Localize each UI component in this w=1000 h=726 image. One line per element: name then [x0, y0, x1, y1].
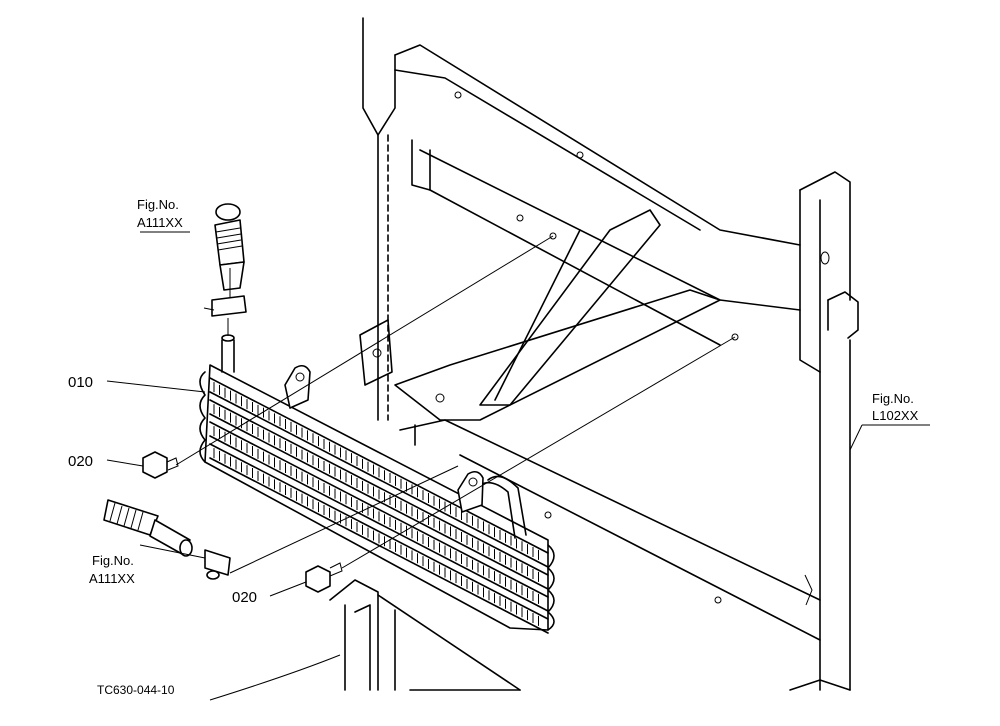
upper-hose-fitting — [203, 203, 247, 317]
figref-lower-line2: A111XX — [89, 571, 135, 586]
bolt-left — [142, 451, 179, 479]
part-label-010: 010 — [68, 374, 93, 391]
figref-right-line1: Fig.No. — [872, 391, 914, 406]
drawing-code: TC630-044-10 — [97, 683, 175, 697]
part-label-020-left: 020 — [68, 453, 93, 470]
leader-lines — [106, 231, 930, 597]
part-label-020-lower: 020 — [232, 589, 257, 606]
figref-right-line2: L102XX — [872, 408, 919, 423]
lower-hose-fitting — [103, 499, 231, 580]
figure-references: Fig.No. A111XX Fig.No. A111XX Fig.No. L1… — [89, 197, 919, 586]
bolt-lower — [305, 562, 343, 593]
oil-cooler — [199, 334, 555, 634]
figref-top-line2: A111XX — [137, 215, 183, 230]
part-labels: 010 020 020 — [68, 374, 257, 606]
figref-lower-line1: Fig.No. — [92, 553, 134, 568]
figref-top-line1: Fig.No. — [137, 197, 179, 212]
frame-structure — [209, 17, 859, 701]
